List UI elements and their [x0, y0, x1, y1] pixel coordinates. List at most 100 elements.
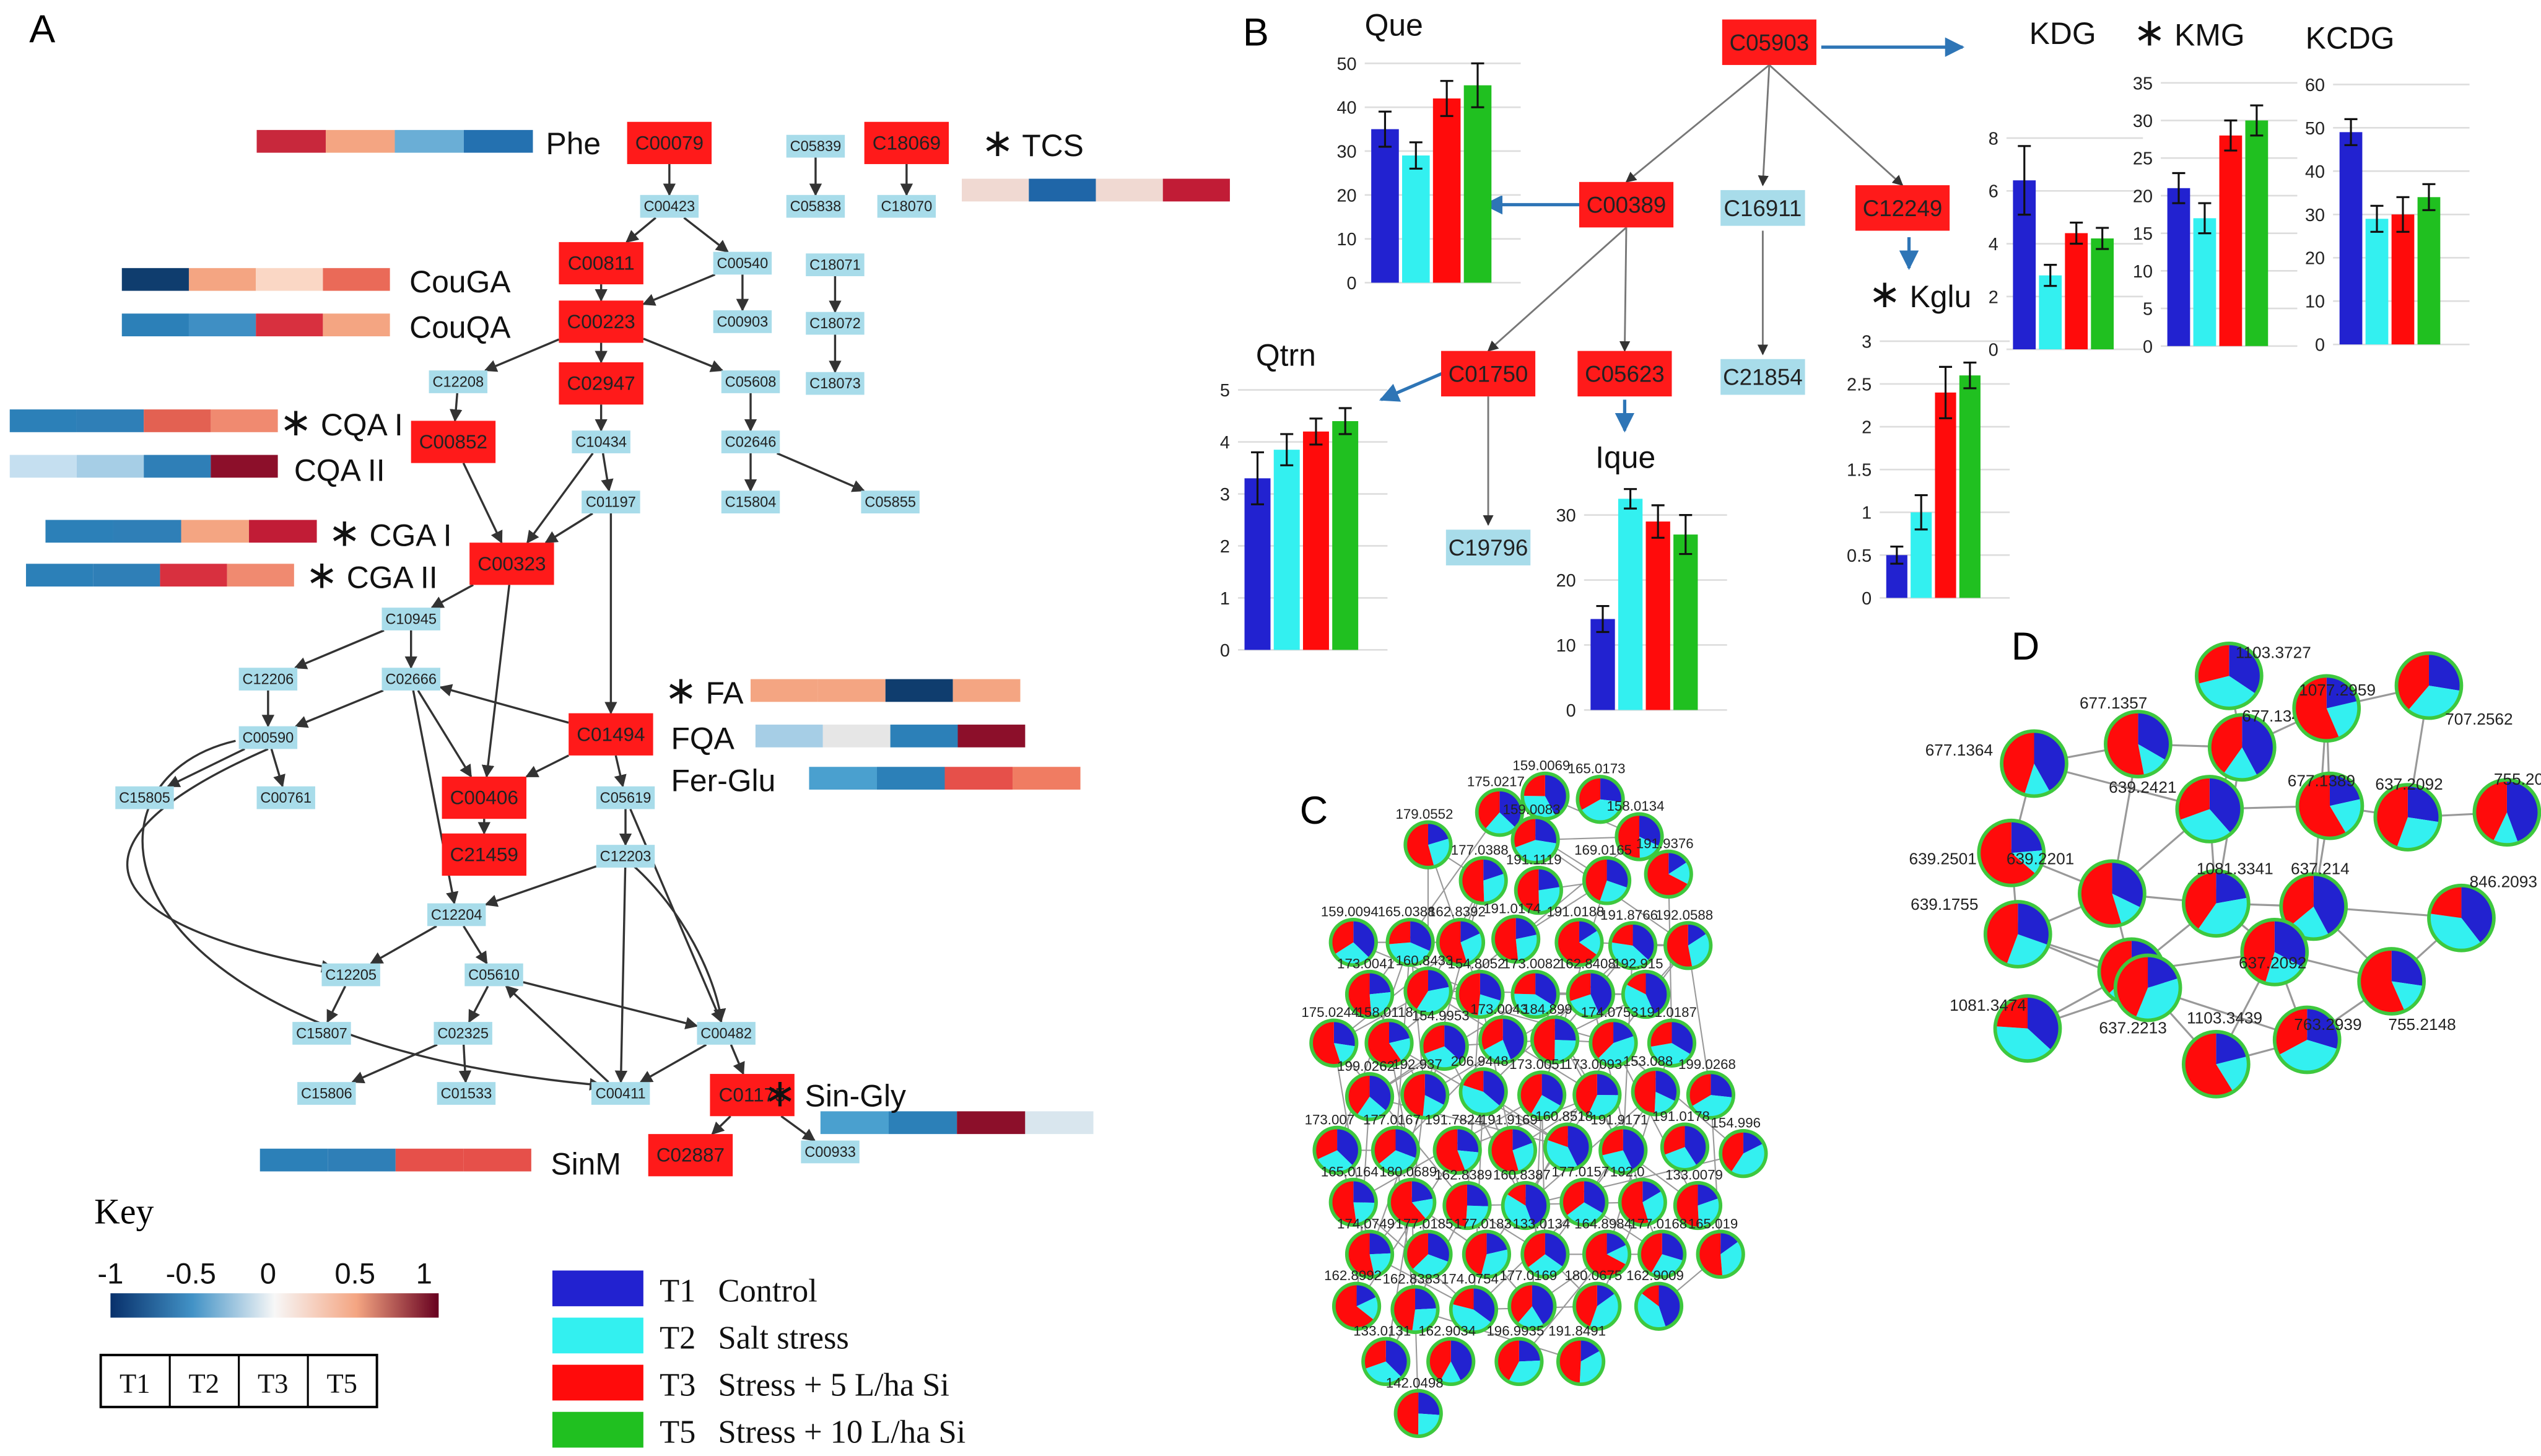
network-node-label: 1103.3439 — [2187, 1009, 2262, 1027]
pathway-node-box — [559, 242, 643, 285]
network-edge — [1333, 1042, 1468, 1206]
pathway-node-box — [442, 776, 526, 819]
network-node: 763.2939 — [2272, 1005, 2362, 1075]
panel-b-edge — [1619, 227, 1631, 352]
pathway-node-label: C15807 — [296, 1026, 347, 1042]
network-node-slice — [2407, 785, 2441, 822]
panel-label-c: C — [1300, 789, 1328, 832]
pathway-edges — [126, 157, 913, 1142]
pathway-node-label: C05608 — [725, 374, 777, 390]
network-node-slice — [1465, 1205, 1490, 1229]
network-node-slice — [1623, 983, 1655, 1018]
heatmap-row: FQA — [671, 721, 1026, 756]
heatmap-label: ∗ CQA I — [279, 401, 403, 444]
network-node: 191.8491 — [1548, 1323, 1606, 1387]
network-node-ring — [2207, 713, 2277, 782]
network-node-slice — [1423, 1046, 1462, 1070]
network-node-ring — [1501, 1180, 1550, 1231]
network-node-ring — [1686, 1070, 1736, 1120]
pathway-edge — [777, 452, 865, 492]
pathway-node-box — [582, 490, 640, 513]
network-node-slice — [2024, 763, 2051, 796]
pathway-node-box — [697, 1022, 756, 1045]
network-node-label: 191.9169 — [1480, 1112, 1538, 1127]
network-node: 173.0093 — [1564, 1057, 1622, 1120]
chart-bar-t1 — [1244, 478, 1271, 650]
panel-b-node: C12249 — [1855, 185, 1950, 231]
network-node: 153.088 — [1623, 1053, 1680, 1117]
network-node-slice — [1613, 1020, 1635, 1044]
network-node-label: 191.9376 — [1636, 835, 1694, 851]
heatmap-cell — [211, 455, 278, 478]
network-node: 173.007 — [1305, 1112, 1362, 1175]
network-node-slice — [1730, 1143, 1766, 1177]
network-node: 177.0183 — [1454, 1216, 1512, 1279]
network-node-ring — [1478, 1015, 1528, 1065]
key-scale-label: 0.5 — [334, 1257, 375, 1290]
network-node-label: 164.8984 — [1574, 1216, 1632, 1231]
network-node-slice — [1515, 916, 1538, 939]
network-node-slice — [1392, 1286, 1415, 1332]
heatmap-row: ∗ FA — [665, 669, 1021, 712]
network-node-slice — [1711, 1072, 1734, 1098]
network-node: 192.0 — [1610, 1164, 1667, 1227]
network-node: 637.2092 — [2373, 775, 2443, 852]
heatmap-cell — [249, 520, 317, 543]
network-node: 177.0168 — [1629, 1216, 1687, 1279]
network-node-slice — [1356, 1283, 1377, 1307]
panel-b-blue-arrow — [1379, 368, 1450, 402]
network-node-ring — [2295, 771, 2364, 840]
network-node-label: 192.0588 — [1655, 907, 1713, 923]
network-edge — [1486, 1094, 1598, 1255]
network-node-ring — [1719, 1129, 1768, 1179]
pathway-node: C15806 — [297, 1082, 356, 1105]
network-node-slice — [1616, 814, 1640, 860]
bar-chart: 00.511.522.53∗ Kglu — [1847, 272, 2010, 609]
pathway-node-label: C18072 — [809, 316, 861, 332]
network-node-label: 160.8518 — [1535, 1109, 1593, 1124]
heatmap-cell — [822, 725, 891, 748]
network-node-slice — [1378, 1150, 1417, 1174]
heatmap-row: ∗ TCS — [962, 121, 1230, 202]
network-node-ring — [2472, 778, 2541, 847]
network-node-slice — [2242, 715, 2275, 776]
network-node-slice — [1567, 971, 1591, 1002]
pathway-node-label: C18071 — [809, 257, 861, 273]
network-edge — [1710, 1095, 1722, 1255]
network-node-slice — [1636, 1293, 1667, 1329]
network-node-slice — [2216, 871, 2248, 904]
chart-tick-label: 0 — [1566, 701, 1576, 721]
heatmap-cell — [328, 1148, 396, 1172]
pathway-node-label: C12206 — [243, 671, 294, 687]
network-node-slice — [2002, 731, 2034, 795]
pathway-node: C00323 — [469, 543, 554, 585]
chart-tick-label: 5 — [1220, 381, 1230, 401]
network-node-label: 158.0118 — [1357, 1005, 1413, 1020]
heatmap-row: CouGA — [121, 264, 511, 299]
network-node-slice — [1387, 919, 1411, 944]
network-node-slice — [1512, 971, 1536, 995]
pathway-node-label: C02947 — [567, 373, 635, 395]
panel-b-edges — [1379, 37, 1965, 526]
pathway-node-label: C05619 — [600, 790, 652, 806]
chart-bar-t2 — [1618, 499, 1643, 710]
network-node-ring — [1400, 1070, 1450, 1120]
chart-tick-label: 15 — [2133, 224, 2153, 244]
network-node-slice — [2375, 785, 2408, 848]
network-node: 133.0079 — [1665, 1167, 1723, 1231]
network-node-label: 755.2065 — [2494, 770, 2541, 788]
chart-tick-label: 2 — [1989, 287, 1998, 307]
network-node-slice — [1545, 773, 1568, 816]
network-node: 165.0173 — [1568, 761, 1626, 824]
network-node-label: 637.214 — [2291, 859, 2350, 878]
pathway-node-label: C01494 — [577, 723, 645, 745]
network-node: 639.2501 — [1909, 818, 2046, 887]
network-node-ring — [2113, 953, 2182, 1022]
pathway-edge — [351, 1044, 438, 1084]
panel-b-node: C05903 — [1722, 19, 1816, 65]
chart-tick-label: 40 — [2305, 162, 2325, 182]
network-node-ring — [2078, 859, 2147, 928]
network-node-ring — [1566, 969, 1615, 1019]
